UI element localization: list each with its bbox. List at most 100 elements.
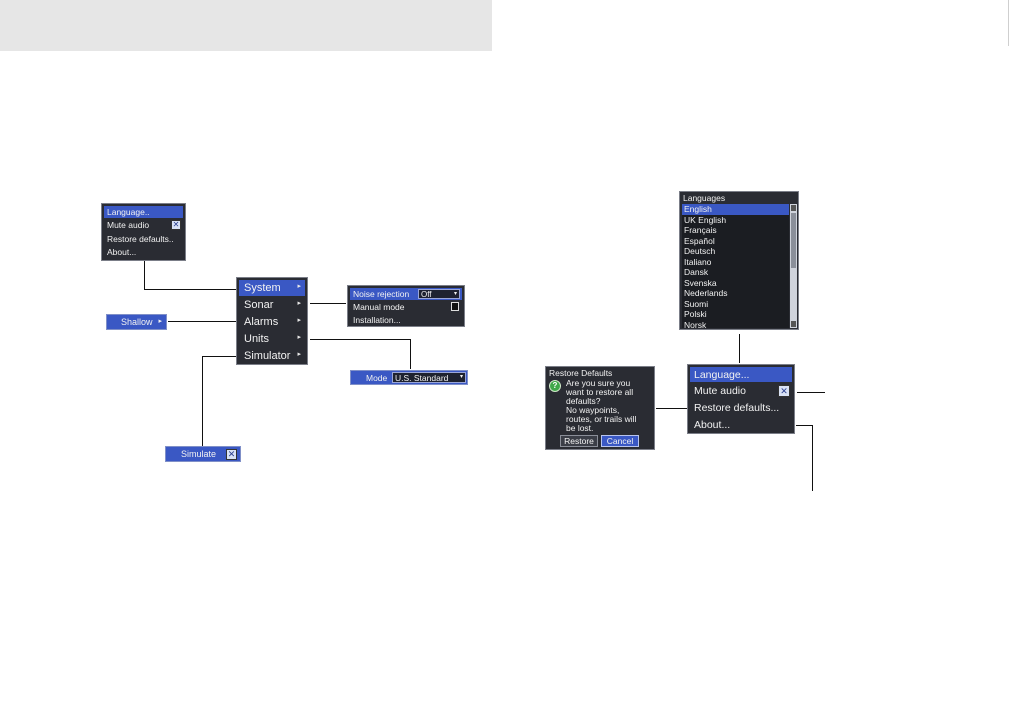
menu-item-label: System xyxy=(244,282,281,294)
shallow-label: Shallow xyxy=(121,317,153,327)
menu-item-language[interactable]: Language.. xyxy=(104,206,183,218)
restore-dialog-message: Are you sure you want to restore all def… xyxy=(566,379,636,433)
message-line: routes, or trails will xyxy=(566,414,637,424)
list-selection xyxy=(682,204,789,215)
message-line: defaults? xyxy=(566,396,601,406)
menu-item-label: Mute audio xyxy=(694,385,746,397)
connector-line xyxy=(796,425,813,426)
language-item[interactable]: Polski xyxy=(684,309,707,319)
connector-line xyxy=(144,260,145,289)
manual-mode-label: Manual mode xyxy=(353,302,405,312)
chevron-down-icon: ▾ xyxy=(453,291,457,297)
noise-rejection-row[interactable]: Noise rejection Off ▾ xyxy=(350,288,462,300)
connector-line xyxy=(410,339,411,369)
installation-label: Installation... xyxy=(353,315,401,325)
menu-item-about[interactable]: About... xyxy=(104,246,183,259)
languages-title: Languages xyxy=(683,193,726,203)
connector-line xyxy=(812,425,813,491)
menu-item-label: Restore defaults.. xyxy=(107,234,174,244)
languages-scrollbar[interactable] xyxy=(790,204,797,328)
chevron-right-icon: ▸ xyxy=(158,318,162,325)
connector-line xyxy=(739,334,740,363)
language-item[interactable]: Dansk xyxy=(684,267,709,277)
connector-line xyxy=(310,339,411,340)
header-band xyxy=(0,0,492,51)
connector-line xyxy=(310,303,346,304)
mode-value: U.S. Standard xyxy=(395,373,449,383)
chevron-right-icon: ▸ xyxy=(297,283,301,290)
language-item[interactable]: Norsk xyxy=(684,319,707,329)
small-settings-menu: Language.. Mute audio ✕ Restore defaults… xyxy=(101,203,186,261)
scroll-down-icon[interactable] xyxy=(791,321,796,327)
menu-item-simulator[interactable]: Simulator ▸ xyxy=(239,348,305,364)
connector-line xyxy=(656,408,687,409)
message-line: want to restore all xyxy=(566,387,634,397)
menu-item-alarms[interactable]: Alarms ▸ xyxy=(239,314,305,330)
language-item[interactable]: Svenska xyxy=(684,277,717,288)
languages-dialog: Languages English UK English Français Es… xyxy=(679,191,799,330)
simulate-toggle[interactable]: Simulate ✕ xyxy=(165,446,241,462)
connector-line xyxy=(202,356,236,357)
menu-item-restore-defaults[interactable]: Restore defaults.. xyxy=(104,233,183,246)
menu-item-restore-defaults[interactable]: Restore defaults... xyxy=(690,400,792,416)
mute-checkbox[interactable]: ✕ xyxy=(171,220,181,230)
main-settings-menu: System ▸ Sonar ▸ Alarms ▸ Units ▸ Simula… xyxy=(236,277,308,365)
chevron-right-icon: ▸ xyxy=(297,334,301,341)
units-mode-selector: Mode U.S. Standard ▾ xyxy=(350,370,468,385)
simulate-checkbox[interactable]: ✕ xyxy=(226,449,237,460)
menu-item-label: Simulator xyxy=(244,350,291,362)
menu-item-mute-audio[interactable]: Mute audio ✕ xyxy=(104,219,183,232)
menu-item-units[interactable]: Units ▸ xyxy=(239,331,305,347)
restore-dialog-title: Restore Defaults xyxy=(549,368,613,378)
noise-rejection-label: Noise rejection xyxy=(353,289,410,299)
languages-list: English UK English Français Español Deut… xyxy=(682,204,789,328)
message-line: Are you sure you xyxy=(566,378,631,388)
chevron-right-icon: ▸ xyxy=(297,351,301,358)
menu-item-about[interactable]: About... xyxy=(690,417,792,433)
manual-mode-checkbox[interactable] xyxy=(451,302,459,311)
question-icon: ? xyxy=(549,380,561,392)
noise-rejection-select[interactable]: Off ▾ xyxy=(418,289,460,299)
menu-item-label: Alarms xyxy=(244,316,279,328)
shallow-button[interactable]: Shallow ▸ xyxy=(106,314,167,330)
scroll-up-icon[interactable] xyxy=(791,205,796,211)
menu-item-label: About... xyxy=(694,419,731,431)
chevron-right-icon: ▸ xyxy=(297,300,301,307)
menu-item-label: Units xyxy=(244,333,270,345)
menu-item-label: Language.. xyxy=(107,207,150,217)
chevron-down-icon: ▾ xyxy=(459,374,463,380)
menu-item-system[interactable]: System ▸ xyxy=(239,280,305,296)
restore-defaults-dialog: Restore Defaults ? Are you sure you want… xyxy=(545,366,655,450)
language-item[interactable]: Deutsch xyxy=(684,246,716,256)
installation-row[interactable]: Installation... xyxy=(350,314,462,326)
language-item[interactable]: UK English xyxy=(684,214,727,225)
sonar-submenu: Noise rejection Off ▾ Manual mode Instal… xyxy=(347,285,465,327)
manual-mode-row[interactable]: Manual mode xyxy=(350,301,462,313)
menu-item-language[interactable]: Language... xyxy=(690,367,792,382)
mute-checkbox[interactable]: ✕ xyxy=(778,385,790,397)
language-item[interactable]: Español xyxy=(684,235,715,246)
menu-item-mute-audio[interactable]: Mute audio ✕ xyxy=(690,383,792,399)
restore-button[interactable]: Restore xyxy=(560,435,598,447)
mode-label: Mode xyxy=(366,373,388,383)
language-item[interactable]: Français xyxy=(684,225,717,235)
mode-select[interactable]: U.S. Standard ▾ xyxy=(392,372,466,383)
message-line: be lost. xyxy=(566,423,594,433)
connector-line xyxy=(797,392,825,393)
scrollbar-thumb[interactable] xyxy=(791,213,796,268)
menu-item-label: Restore defaults... xyxy=(694,402,780,414)
connector-line xyxy=(168,321,236,322)
cancel-button[interactable]: Cancel xyxy=(601,435,639,447)
language-item[interactable]: Italiano xyxy=(684,256,712,267)
language-item[interactable]: Suomi xyxy=(684,298,709,309)
simulate-label: Simulate xyxy=(181,449,217,459)
menu-item-label: Language... xyxy=(694,369,750,381)
message-line: No waypoints, xyxy=(566,405,620,415)
connector-line xyxy=(144,289,236,290)
menu-item-sonar[interactable]: Sonar ▸ xyxy=(239,297,305,313)
language-item[interactable]: English xyxy=(684,204,712,214)
menu-item-label: About... xyxy=(107,247,137,257)
noise-rejection-value: Off xyxy=(421,290,432,299)
menu-item-label: Sonar xyxy=(244,299,274,311)
language-item[interactable]: Nederlands xyxy=(684,288,728,298)
